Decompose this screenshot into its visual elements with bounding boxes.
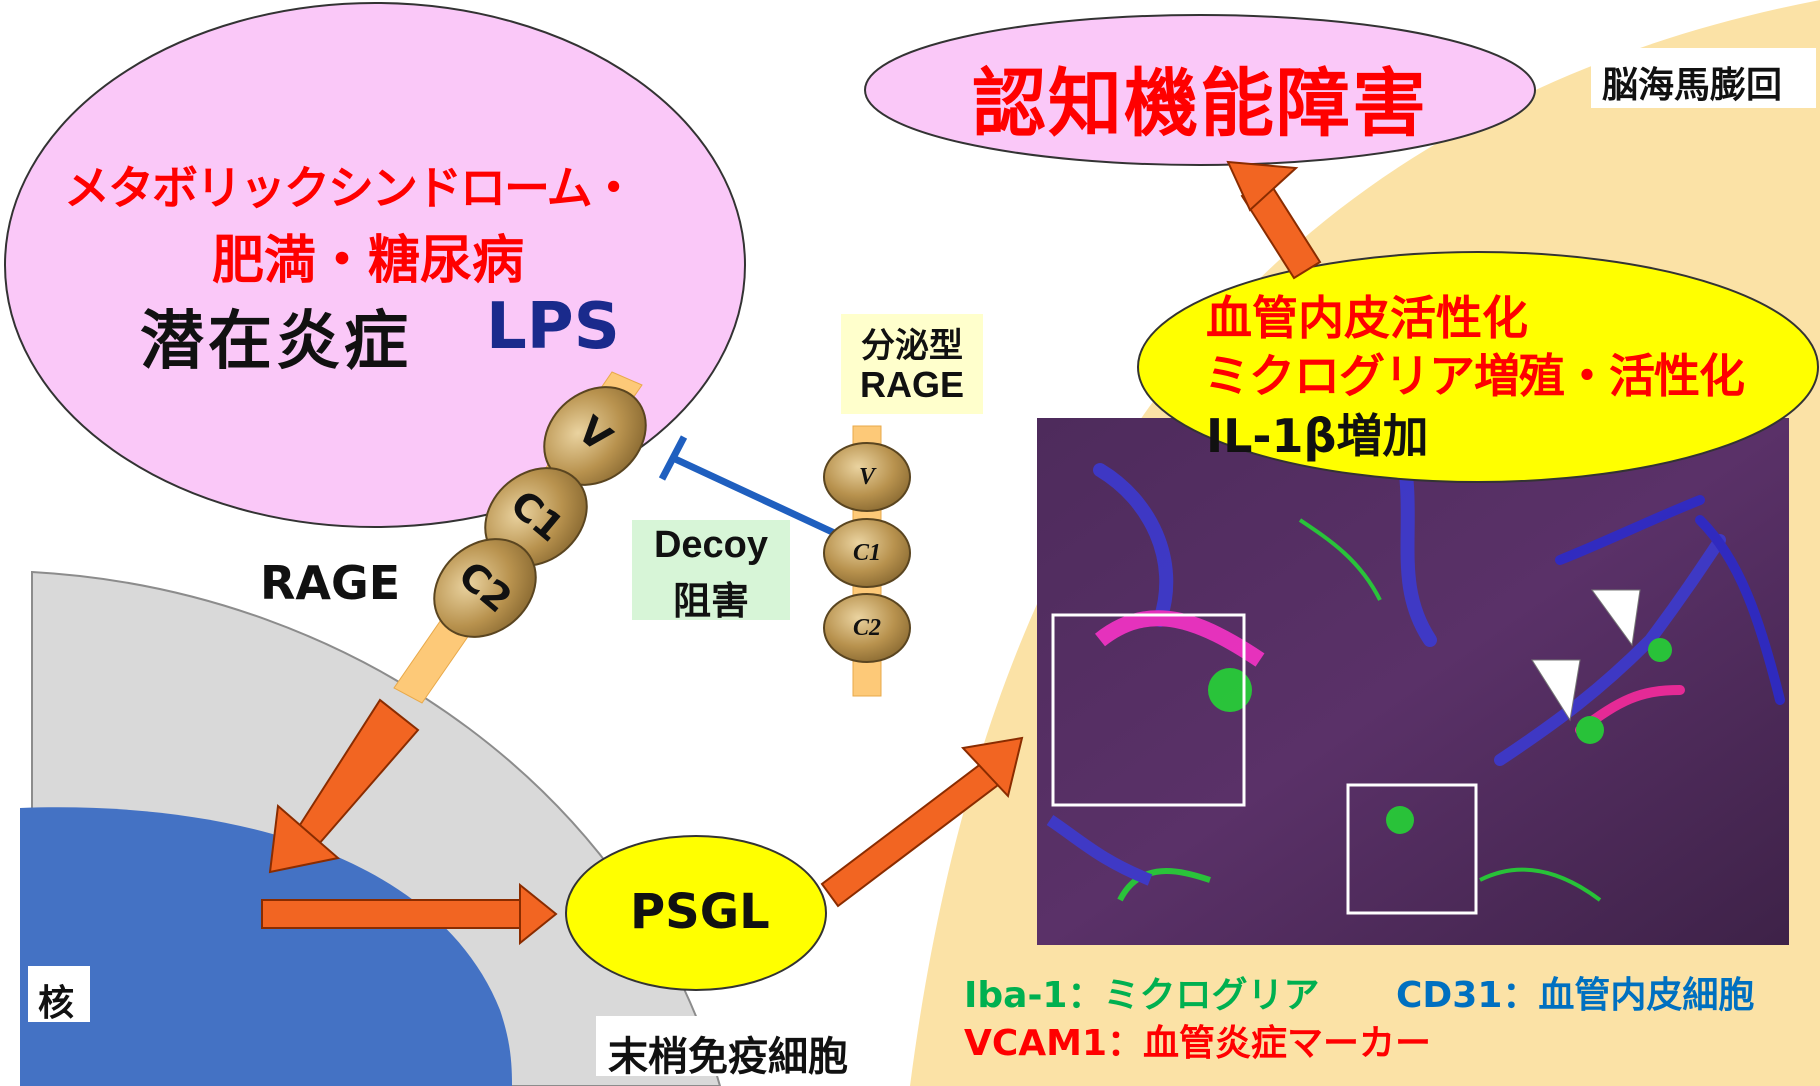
nucleus-shape [20, 807, 512, 1086]
rage-label: RAGE [260, 556, 401, 610]
srage-domain-c2 [823, 593, 911, 663]
psgl-label: PSGL [630, 884, 770, 940]
nucleus-label: 核 [38, 983, 75, 1024]
decoy-label-line2: 阻害 [672, 581, 749, 623]
legend-cd31: CD31：血管内皮細胞 [1396, 975, 1755, 1016]
region-label-box [1591, 48, 1816, 108]
srage-domain-c2-label: C2 [852, 615, 881, 641]
arrowhead-marker-1 [1591, 589, 1641, 647]
psgl-ellipse [565, 835, 827, 991]
effects-line2: ミクログリア増殖・活性化 [1204, 349, 1745, 403]
effects-ellipse [1137, 251, 1819, 483]
cognitive-label: 認知機能障害 [972, 61, 1428, 147]
effects-line1: 血管内皮活性化 [1206, 291, 1528, 345]
cell-label-box [596, 1016, 878, 1076]
lps-label: LPS [486, 290, 620, 364]
rage-domain-c2 [433, 538, 537, 638]
region-label: 脳海馬膨回 [1602, 65, 1783, 106]
arrowhead-marker-2 [1531, 659, 1581, 722]
decoy-inhibit-bar [658, 435, 688, 481]
metabolic-line2: 肥満・糖尿病 [212, 231, 525, 291]
microscopy-texture [1046, 433, 1785, 902]
nucleus-label-box [28, 966, 90, 1022]
srage-domain-v [823, 442, 911, 512]
inset-box-large [1051, 613, 1246, 807]
metabolic-line1: メタボリックシンドローム・ [64, 161, 637, 215]
srage-label-box [841, 314, 983, 414]
legend-iba1: Iba-1：ミクログリア [964, 975, 1320, 1016]
cell-label: 末梢免疫細胞 [608, 1034, 848, 1080]
arrow-psgl-to-brain [820, 736, 1024, 908]
arrow-nucleus-to-psgl [261, 882, 558, 946]
legend-vcam1: VCAM1：血管炎症マーカー [964, 1023, 1432, 1064]
srage-domain-c1-label: C1 [852, 540, 881, 566]
metabolic-ellipse [4, 2, 746, 528]
cognitive-ellipse [864, 14, 1536, 166]
decoy-inhibit-line [671, 454, 845, 541]
arrow-rage-to-nucleus [268, 698, 420, 874]
inset-box-small [1346, 783, 1478, 915]
latent-inflammation-label: 潜在炎症 [140, 305, 412, 379]
effects-line3: IL-1β増加 [1206, 409, 1429, 463]
decoy-label-line1: Decoy [653, 524, 769, 566]
arrow-effects-to-cognition [1226, 160, 1322, 280]
srage-label-line1: 分泌型 [861, 327, 963, 365]
decoy-label-box [632, 520, 790, 620]
srage-label-line2: RAGE [859, 364, 964, 405]
srage-domain-c1 [823, 518, 911, 588]
srage-domain-v-label: V [858, 464, 875, 490]
